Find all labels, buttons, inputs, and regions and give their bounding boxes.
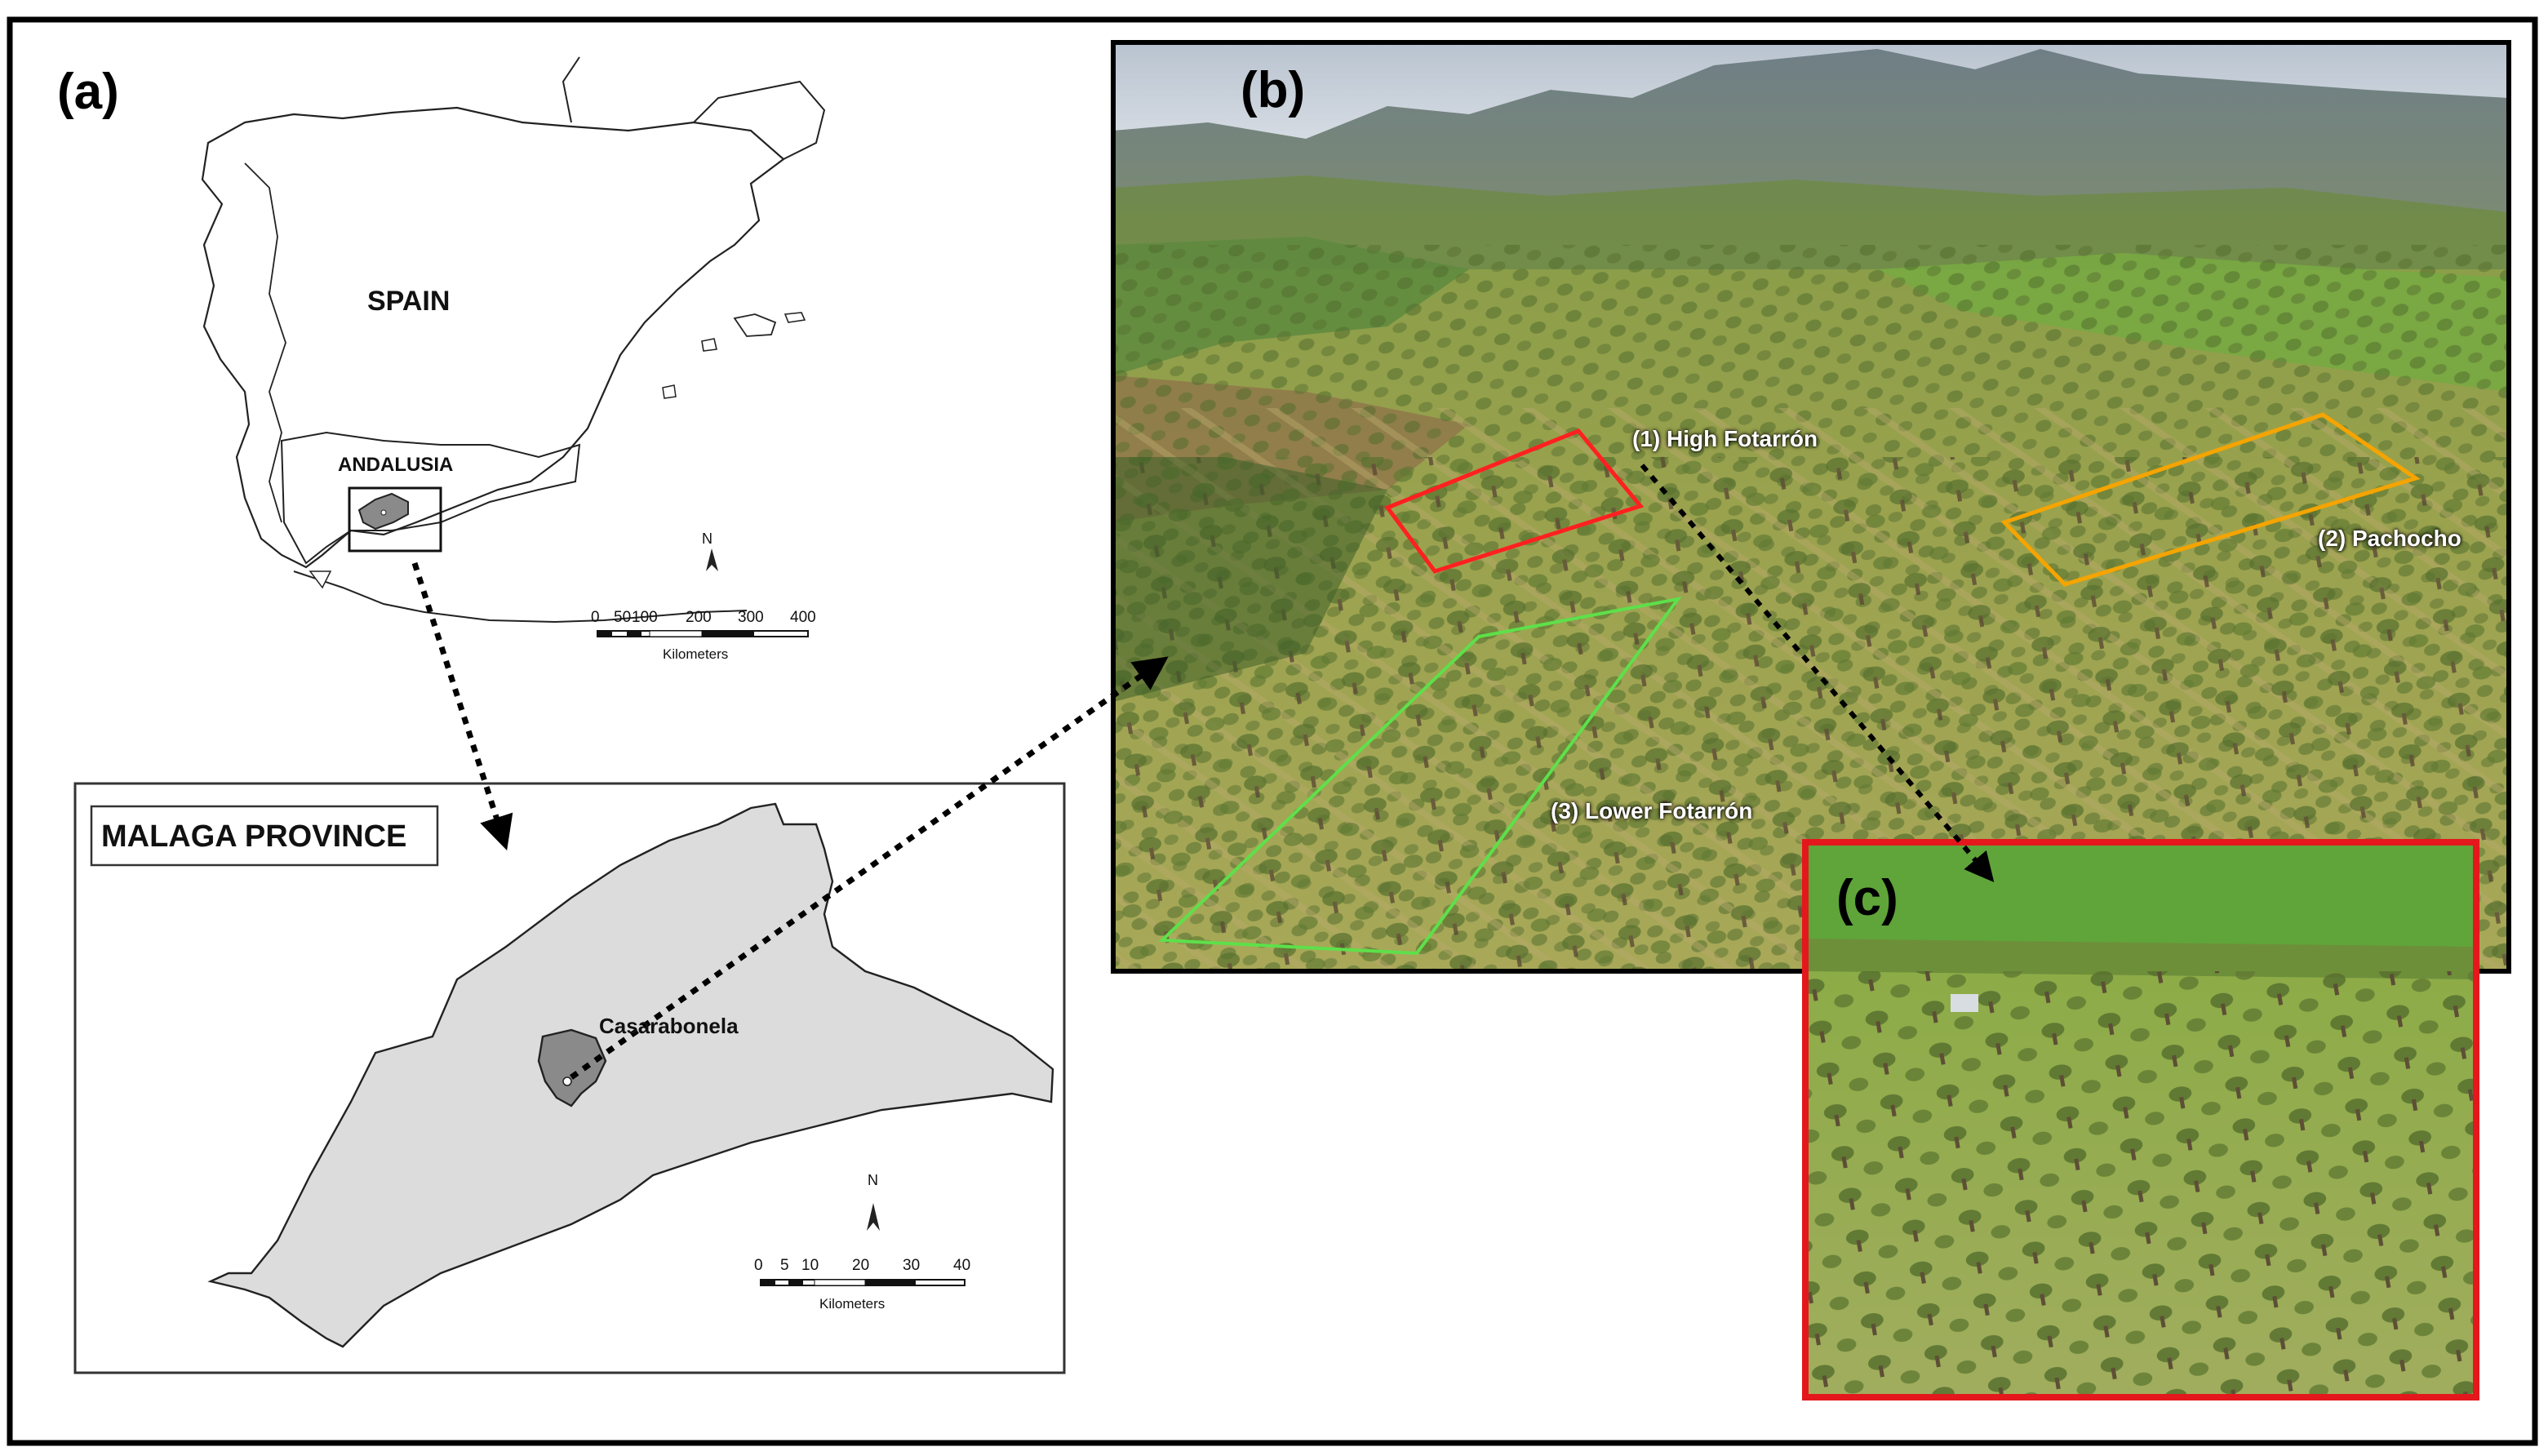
malaga-province bbox=[207, 802, 1054, 1348]
portugal-border bbox=[244, 162, 286, 523]
spain-label: SPAIN bbox=[367, 286, 451, 317]
scale-unit-spain: Kilometers bbox=[663, 646, 729, 662]
vehicle bbox=[1951, 994, 1978, 1012]
scale-tick: 5 bbox=[780, 1257, 789, 1274]
scale-tick: 20 bbox=[852, 1257, 870, 1274]
malaga-map bbox=[73, 782, 1066, 1374]
inset-photo-frame bbox=[1802, 839, 2479, 1401]
casarabonela-dot bbox=[562, 1076, 572, 1086]
andalusia-border bbox=[280, 431, 581, 565]
andalusia-label: ANDALUSIA bbox=[338, 454, 454, 476]
africa-coast bbox=[293, 570, 748, 624]
ibiza bbox=[701, 338, 717, 352]
north-arrow-spain bbox=[706, 548, 718, 571]
scale-tick: 10 bbox=[801, 1257, 819, 1274]
scale-tick: 300 bbox=[738, 609, 764, 626]
mallorca bbox=[733, 313, 777, 337]
plot-2-outline bbox=[2000, 412, 2421, 587]
scale-tick: 100 bbox=[632, 609, 658, 626]
iberia-outline bbox=[201, 106, 785, 569]
panel-label-a: (a) bbox=[57, 64, 119, 120]
gibraltar bbox=[309, 570, 332, 589]
casarabonela-dot-small bbox=[380, 509, 387, 516]
plot-3-label: (3) Lower Fotarrón bbox=[1551, 798, 1753, 823]
panel-label-b: (b) bbox=[1241, 62, 1306, 118]
plot-1-label: (1) High Fotarrón bbox=[1632, 426, 1818, 451]
formentera bbox=[662, 384, 677, 399]
menorca bbox=[783, 312, 806, 323]
plot-3-outline bbox=[1158, 597, 1682, 956]
scale-tick: 0 bbox=[754, 1257, 763, 1274]
plot-1-outline bbox=[1384, 428, 1645, 574]
scale-ticks-malaga: 0 5 10 20 30 40 bbox=[754, 1257, 974, 1276]
panel-label-c: (c) bbox=[1836, 870, 1898, 926]
malaga-title-box bbox=[90, 805, 439, 867]
inset-photo bbox=[1802, 839, 2479, 1401]
casarabonela-municipality bbox=[537, 1028, 607, 1108]
scale-tick: 200 bbox=[686, 609, 712, 626]
scale-unit-malaga: Kilometers bbox=[819, 1296, 886, 1312]
france-border bbox=[562, 56, 826, 160]
arrow-plot1-to-inset bbox=[1640, 464, 1995, 883]
outer-frame bbox=[7, 16, 2538, 1446]
spain-map bbox=[201, 56, 826, 637]
scale-tick: 50 bbox=[614, 609, 632, 626]
north-label-spain: N bbox=[702, 530, 712, 547]
scale-tick: 400 bbox=[790, 609, 816, 626]
north-arrow-malaga bbox=[867, 1203, 880, 1231]
mountain-range bbox=[1113, 49, 2509, 212]
scale-tick: 0 bbox=[591, 609, 600, 626]
casarabonela-label: Casarabonela bbox=[599, 1014, 739, 1038]
scale-tick: 30 bbox=[903, 1257, 921, 1274]
malaga-title: MALAGA PROVINCE bbox=[101, 819, 407, 854]
scale-tick: 40 bbox=[953, 1257, 971, 1274]
andalusia-inset-box bbox=[348, 486, 442, 553]
scale-ticks-spain: 0 50 100 200 300 400 bbox=[591, 609, 819, 628]
plot-2-label: (2) Pachocho bbox=[2318, 526, 2461, 551]
arrow-spain-to-malaga bbox=[411, 562, 513, 850]
north-label-malaga: N bbox=[868, 1172, 878, 1188]
aerial-photo bbox=[1111, 40, 2511, 974]
arrow-malaga-to-photo bbox=[569, 656, 1169, 1080]
